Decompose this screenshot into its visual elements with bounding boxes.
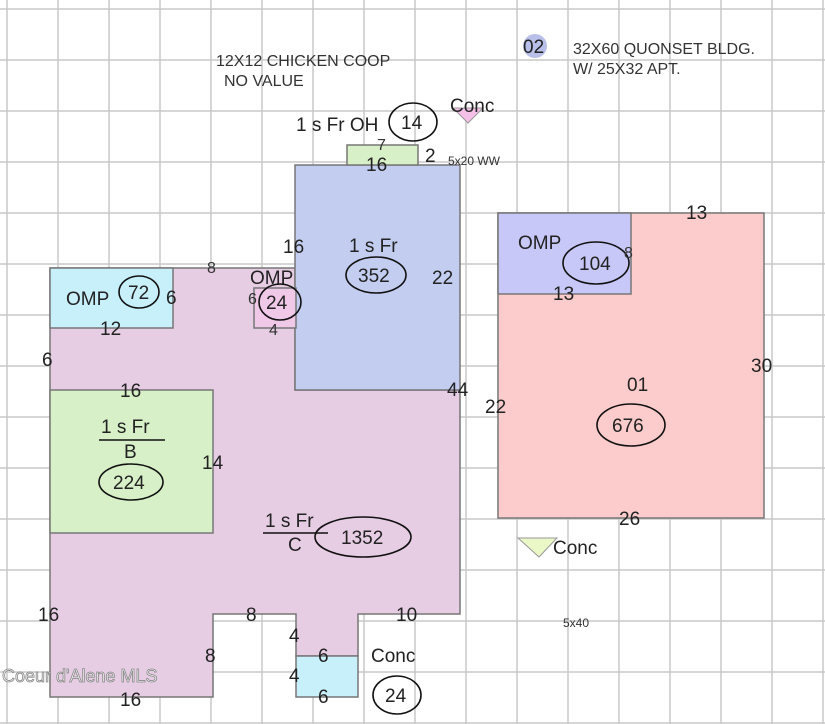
quonset-note: 32X60 QUONSET BLDG. (573, 41, 755, 58)
b-sub: B (124, 442, 137, 463)
omp-left-label: OMP (66, 289, 109, 310)
area-oh (346, 144, 419, 166)
omp-left-area: 72 (128, 283, 149, 304)
conc-bottom-area: 24 (385, 686, 407, 707)
upper-label: 1 s Fr (349, 236, 398, 257)
quonset-id: 01 (627, 375, 648, 396)
dim: 12 (100, 319, 121, 340)
dim: 6 (318, 687, 329, 708)
quonset-note-2: W/ 25X32 APT. (573, 61, 681, 78)
oh-area: 14 (401, 113, 423, 134)
area-conc-bottom (295, 655, 359, 698)
c-label: 1 s Fr (265, 511, 314, 532)
dim: 8 (207, 260, 216, 277)
coop-note: 12X12 CHICKEN COOP (216, 53, 390, 70)
c-area: 1352 (341, 528, 383, 549)
dim: 16 (38, 605, 59, 626)
dim: 4 (269, 322, 278, 339)
dim: 30 (751, 356, 772, 377)
quonset-area: 676 (612, 416, 644, 437)
conc-right-marker-icon (516, 537, 559, 558)
conc-right-label: Conc (553, 538, 597, 559)
coop-note-2: NO VALUE (224, 73, 304, 90)
dim: 22 (432, 268, 453, 289)
conc-bottom-label: Conc (371, 646, 415, 667)
oh-label: 1 s Fr OH (296, 115, 378, 136)
area-b (49, 389, 214, 534)
b-area: 224 (113, 473, 145, 494)
area-omp-left (49, 267, 174, 329)
building-id: 02 (523, 37, 544, 58)
dim: 6 (166, 288, 177, 309)
dim: 16 (366, 155, 387, 176)
dim: 6 (318, 646, 329, 667)
dim: 16 (120, 690, 141, 711)
dim: 8 (246, 605, 257, 626)
watermark: Coeur d'Alene MLS (2, 666, 158, 686)
dim: 2 (425, 146, 436, 167)
dim: 13 (686, 203, 707, 224)
c-sub: C (288, 535, 302, 556)
dim: 10 (396, 605, 417, 626)
area-upper-1sfr (294, 164, 461, 391)
ww-note: 5x20 WW (448, 154, 501, 168)
slab-note: 5x40 (563, 616, 589, 630)
dim: 6 (42, 350, 53, 371)
dim: 44 (447, 380, 469, 401)
dim: 8 (624, 245, 633, 262)
conc-top-marker-icon (451, 107, 485, 124)
omp-right-label: OMP (518, 233, 561, 254)
dim: 26 (619, 509, 640, 530)
b-label: 1 s Fr (101, 417, 150, 438)
dim: 8 (205, 646, 216, 667)
dim: 16 (283, 237, 304, 258)
omp-right-area: 104 (579, 254, 611, 275)
conc-top-label: Conc (450, 96, 494, 117)
area-omp-right (497, 212, 632, 295)
dim: 7 (377, 137, 386, 154)
dim: 4 (289, 626, 300, 647)
dim: 6 (248, 291, 257, 308)
dim: 22 (485, 397, 506, 418)
dim: 16 (120, 381, 141, 402)
dim: 13 (553, 284, 574, 305)
dim: 14 (202, 453, 224, 474)
dim: 4 (289, 666, 300, 687)
building-02-badge (523, 34, 547, 58)
upper-area: 352 (358, 266, 390, 287)
omp-small-area: 24 (266, 293, 288, 314)
